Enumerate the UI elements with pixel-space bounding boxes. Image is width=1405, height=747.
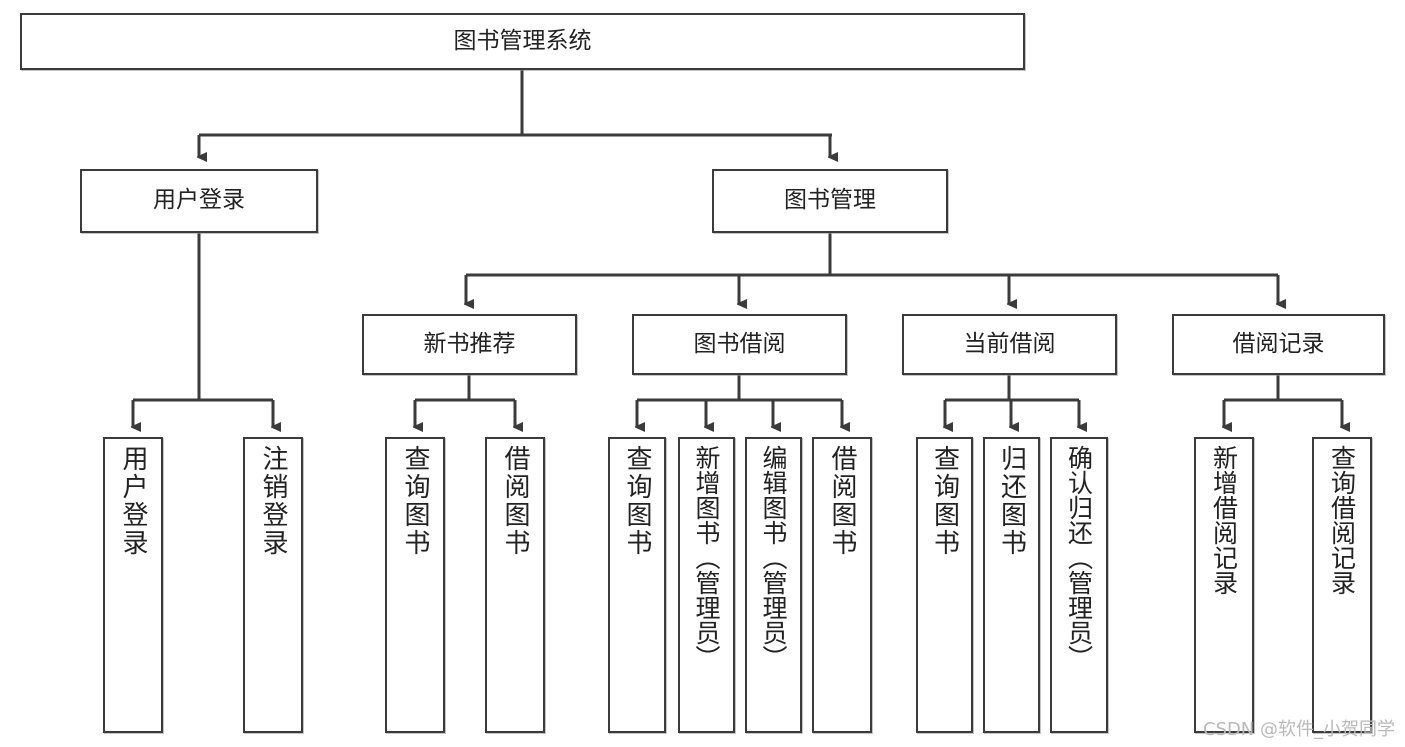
node-current-borrow[interactable]: 当前借阅	[902, 314, 1117, 375]
leaf-edit-book-admin[interactable]: 编辑图书（管理员）	[745, 437, 802, 733]
node-label: 查询图书	[622, 445, 652, 557]
node-borrow-record[interactable]: 借阅记录	[1172, 314, 1385, 375]
node-label: 查询图书	[929, 445, 960, 557]
node-label: 借阅图书	[500, 445, 530, 557]
leaf-add-book-admin[interactable]: 新增图书（管理员）	[678, 437, 735, 733]
node-label: 当前借阅	[963, 330, 1056, 357]
node-book-borrow[interactable]: 图书借阅	[632, 314, 847, 375]
node-label: 编辑图书（管理员）	[759, 445, 788, 670]
node-label: 用户登录	[153, 187, 245, 214]
leaf-user-logout[interactable]: 注销登录	[243, 437, 303, 733]
node-label: 图书管理系统	[453, 27, 592, 54]
csdn-watermark: CSDN @软件_小贺同学	[1202, 719, 1395, 740]
node-book-manage[interactable]: 图书管理	[712, 169, 948, 233]
node-user-login[interactable]: 用户登录	[80, 169, 318, 233]
leaf-user-login[interactable]: 用户登录	[103, 437, 163, 733]
leaf-query-book-recommend[interactable]: 查询图书	[385, 437, 445, 733]
node-label: 借阅记录	[1232, 330, 1325, 357]
node-root-system[interactable]: 图书管理系统	[20, 13, 1025, 70]
leaf-query-book-current[interactable]: 查询图书	[916, 437, 973, 733]
node-label: 用户登录	[118, 445, 148, 557]
leaf-confirm-return-admin[interactable]: 确认归还（管理员）	[1050, 437, 1108, 733]
leaf-query-borrow-record[interactable]: 查询借阅记录	[1312, 437, 1372, 733]
leaf-add-borrow-record[interactable]: 新增借阅记录	[1194, 437, 1254, 733]
node-label: 图书管理	[784, 187, 876, 214]
leaf-borrow-book[interactable]: 借阅图书	[812, 437, 872, 733]
node-label: 借阅图书	[827, 445, 857, 557]
node-new-book-recommend[interactable]: 新书推荐	[362, 314, 577, 375]
node-label: 查询借阅记录	[1327, 445, 1357, 595]
node-label: 新增图书（管理员）	[692, 445, 721, 670]
node-label: 查询图书	[400, 445, 430, 557]
leaf-borrow-book-recommend[interactable]: 借阅图书	[485, 437, 545, 733]
node-label: 确认归还（管理员）	[1064, 445, 1094, 670]
leaf-query-book-borrow[interactable]: 查询图书	[608, 437, 666, 733]
node-label: 新增借阅记录	[1209, 445, 1239, 595]
node-label: 图书借阅	[693, 330, 786, 357]
node-label: 注销登录	[258, 445, 288, 557]
node-label: 新书推荐	[423, 330, 516, 357]
node-label: 归还图书	[996, 445, 1027, 557]
leaf-return-book[interactable]: 归还图书	[983, 437, 1040, 733]
